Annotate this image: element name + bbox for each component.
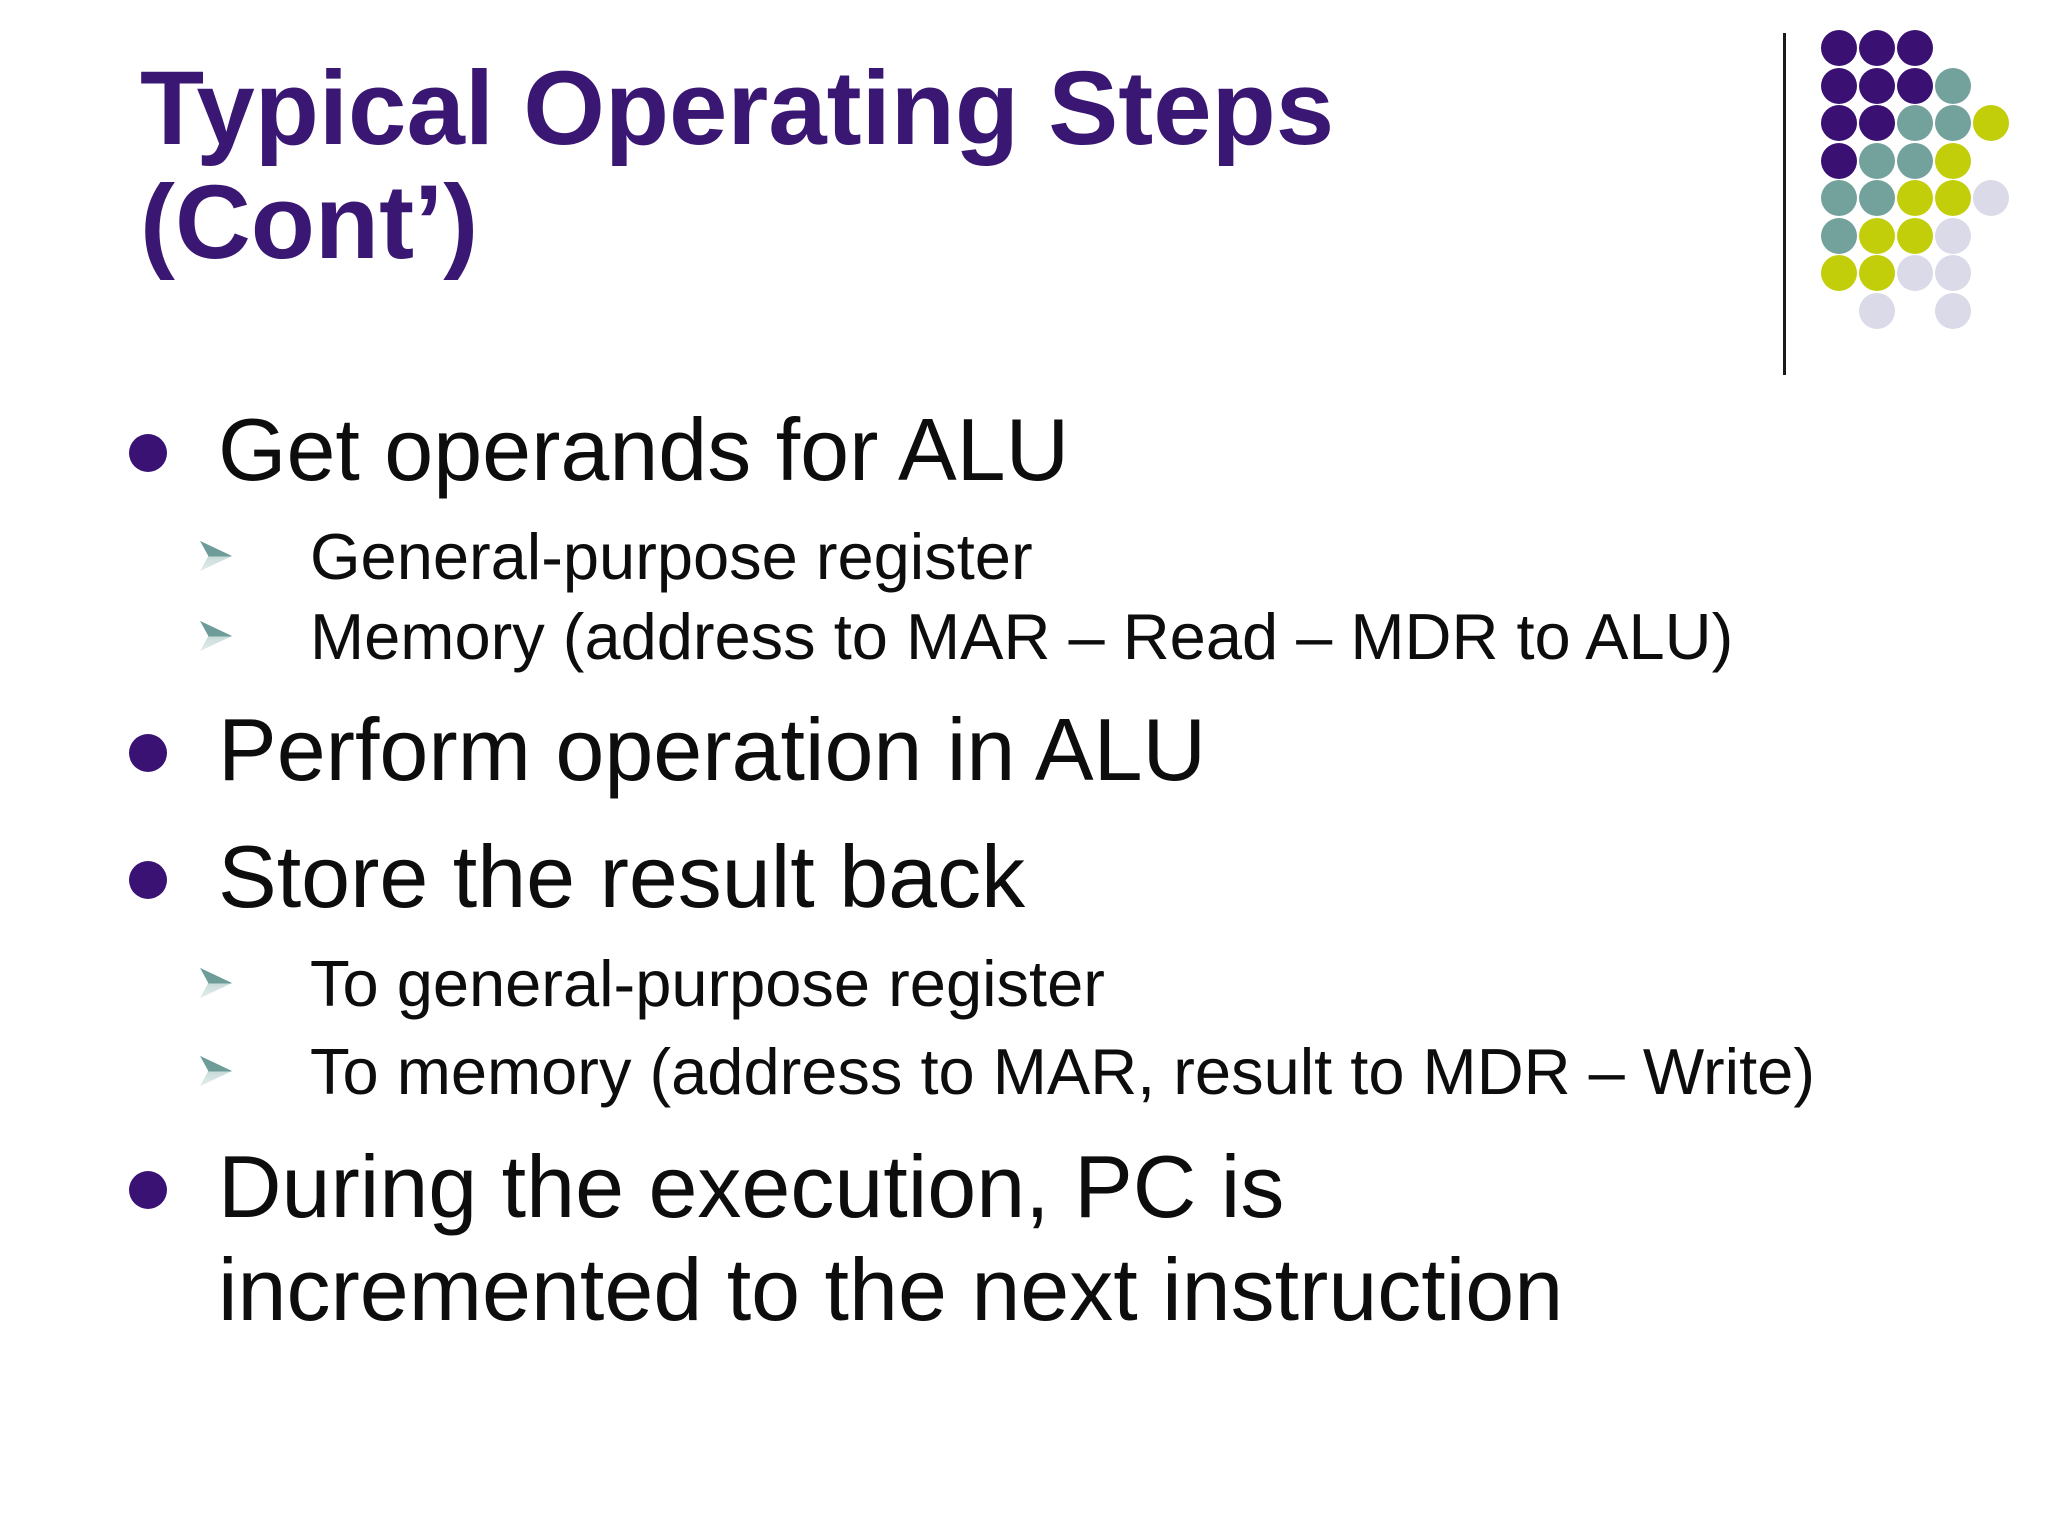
ornament-dot — [1897, 67, 1933, 104]
ornament-divider-line — [1783, 33, 1786, 375]
bullet-dot-icon — [129, 861, 167, 899]
bullet-text: During the execution, PC is incremented … — [218, 1137, 1564, 1339]
ornament-dot — [1935, 180, 1971, 216]
ornament-dot — [1897, 30, 1933, 66]
ornament-dot — [1897, 180, 1933, 216]
arrow-bullet-icon — [200, 540, 232, 572]
sub-bullet-text: To memory (address to MAR, result to MDR… — [310, 1035, 1815, 1108]
sub-bullet-text: Memory (address to MAR – Read – MDR to A… — [310, 600, 1734, 673]
ornament-dot — [1973, 180, 2009, 216]
ornament-dot — [1935, 255, 1971, 291]
ornament-dot — [1859, 217, 1895, 254]
bullet-text: Get operands for ALU — [218, 400, 1070, 499]
ornament-dot — [1859, 105, 1895, 141]
bullet-item: Perform operation in ALU — [129, 699, 1206, 802]
ornament-dot — [1935, 142, 1971, 179]
sub-bullet-item: To general-purpose register — [200, 946, 1105, 1022]
ornament-dot — [1859, 255, 1895, 291]
ornament-dot — [1897, 105, 1933, 141]
slide-title-line1: Typical Operating Steps — [140, 50, 1335, 167]
ornament-dot — [1897, 217, 1933, 254]
ornament-dot — [1935, 217, 1971, 254]
slide-title-line2: (Cont’) — [140, 164, 479, 282]
arrow-bullet-icon — [200, 620, 232, 652]
bullet-dot-icon — [129, 434, 167, 472]
ornament-dot — [1821, 105, 1857, 141]
arrow-bullet-icon — [200, 967, 232, 999]
ornament-dot — [1859, 292, 1895, 329]
arrow-bullet-icon — [200, 1055, 232, 1087]
ornament-dot — [1935, 292, 1971, 329]
ornament-dot — [1859, 67, 1895, 104]
ornament-dot — [1897, 255, 1933, 291]
ornament-dot — [1859, 30, 1895, 66]
bullet-item: Store the result back — [129, 826, 1025, 929]
ornament-dot — [1821, 217, 1857, 254]
ornament-dot — [1973, 105, 2009, 141]
bullet-item: During the execution, PC is incremented … — [129, 1136, 1678, 1342]
sub-bullet-text: To general-purpose register — [310, 947, 1105, 1020]
ornament-dot — [1859, 142, 1895, 179]
bullet-dot-icon — [129, 734, 167, 772]
ornament-dot — [1821, 180, 1857, 216]
sub-bullet-item: To memory (address to MAR, result to MDR… — [200, 1034, 1815, 1110]
bullet-text: Store the result back — [218, 827, 1026, 926]
ornament-dot — [1935, 67, 1971, 104]
ornament-dot — [1821, 67, 1857, 104]
sub-bullet-item: General-purpose register — [200, 519, 1033, 595]
ornament-dot — [1859, 180, 1895, 216]
slide-title: Typical Operating Steps (Cont’) — [140, 50, 1335, 282]
ornament-dot-grid — [1821, 30, 2048, 340]
ornament-dot — [1821, 30, 1857, 66]
sub-bullet-item: Memory (address to MAR – Read – MDR to A… — [200, 599, 1733, 675]
sub-bullet-text: General-purpose register — [310, 520, 1033, 593]
bullet-text: Perform operation in ALU — [218, 700, 1207, 799]
ornament-dot — [1821, 255, 1857, 291]
bullet-item: Get operands for ALU — [129, 399, 1069, 502]
bullet-dot-icon — [129, 1171, 167, 1209]
ornament-dot — [1821, 142, 1857, 179]
ornament-dot — [1935, 105, 1971, 141]
ornament-dot — [1897, 142, 1933, 179]
